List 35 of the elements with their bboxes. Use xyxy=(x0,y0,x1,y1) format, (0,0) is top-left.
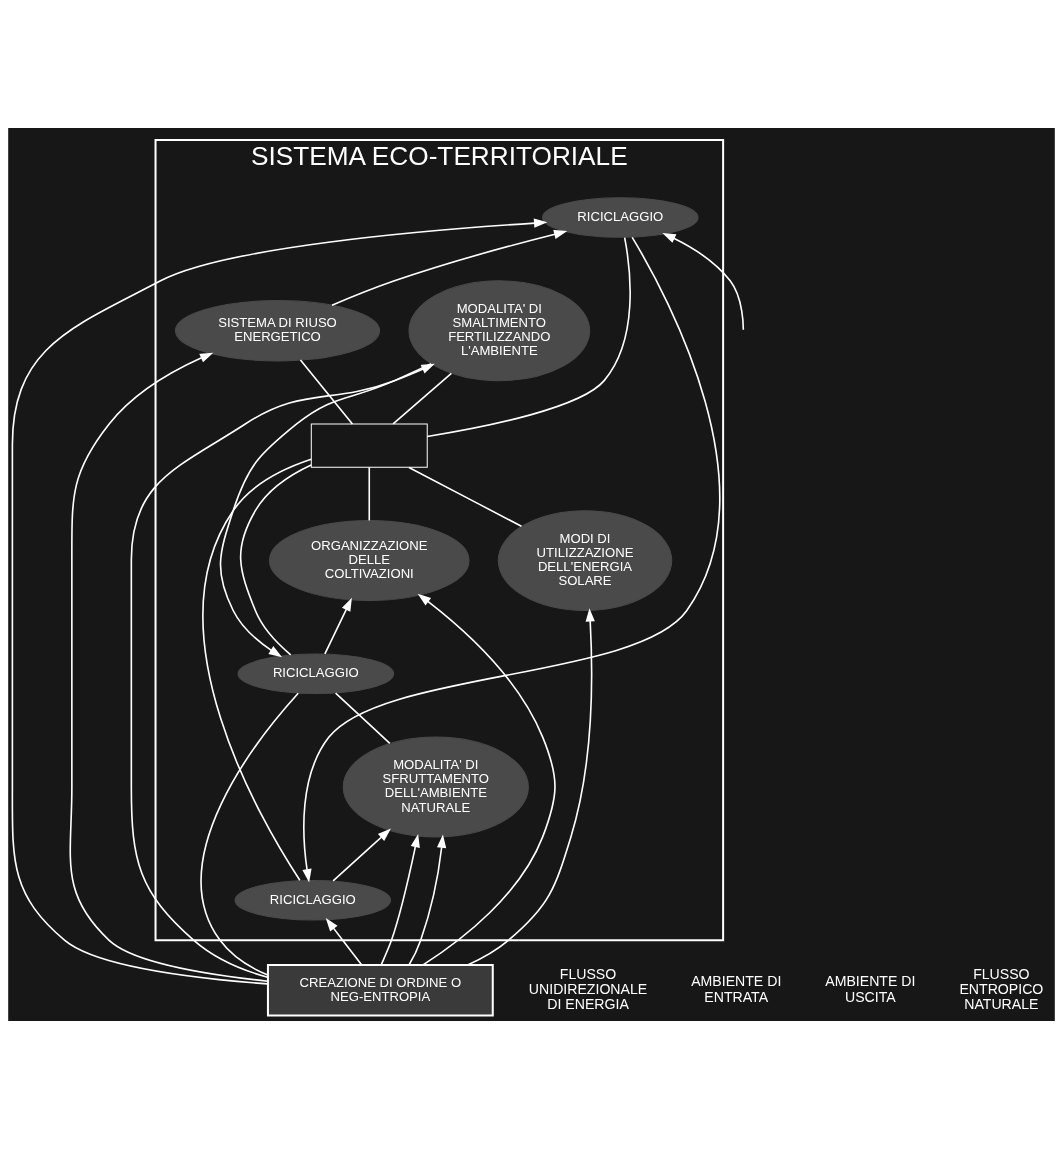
node-ellipse: MODALITA' DI SMALTIMENTO FERTILIZZANDO L'AMBIENTE xyxy=(408,280,591,382)
label: AMBIENTE DI ENTRATA xyxy=(691,973,782,1005)
node-ellipse: RICICLAGGIO xyxy=(237,653,395,695)
arrow xyxy=(69,352,269,982)
arrow xyxy=(466,608,595,966)
arrow xyxy=(324,597,352,655)
arrow xyxy=(380,833,420,966)
arrow xyxy=(130,363,435,979)
connector xyxy=(392,372,453,425)
connector xyxy=(299,359,354,425)
arrow xyxy=(219,362,432,658)
connector xyxy=(202,458,313,882)
node-ellipse: RICICLAGGIO xyxy=(234,879,392,921)
node-ellipse: ORGANIZZAZIONE DELLE COLTIVAZIONI xyxy=(268,520,470,602)
connector xyxy=(426,236,631,438)
arrow xyxy=(417,593,556,966)
label: AMBIENTE DI USCITA xyxy=(825,973,916,1005)
node-box xyxy=(310,423,428,468)
arrow xyxy=(302,236,721,883)
arrow xyxy=(332,828,391,882)
arrow xyxy=(662,232,745,331)
connector xyxy=(239,464,312,656)
label: FLUSSO ENTROPICO NATURALE xyxy=(959,965,1044,1013)
arrow xyxy=(325,918,363,966)
connector xyxy=(200,692,300,976)
node-ellipse: MODI DI UTILIZZAZIONE DELL'ENERGIA SOLARE xyxy=(497,510,673,611)
node-ellipse: MODALITA' DI SFRUTTAMENTO DELL'AMBIENTE NATURALE xyxy=(342,736,529,838)
connector xyxy=(408,466,523,528)
label: FLUSSO UNIDIREZIONALE DI ENERGIA xyxy=(528,965,648,1013)
arrow xyxy=(11,218,548,985)
connector xyxy=(334,692,391,745)
arrow xyxy=(408,834,447,966)
connector xyxy=(368,466,371,522)
node-box: CREAZIONE DI ORDINE O NEG-ENTROPIA xyxy=(266,964,494,1017)
arrow xyxy=(331,229,568,307)
